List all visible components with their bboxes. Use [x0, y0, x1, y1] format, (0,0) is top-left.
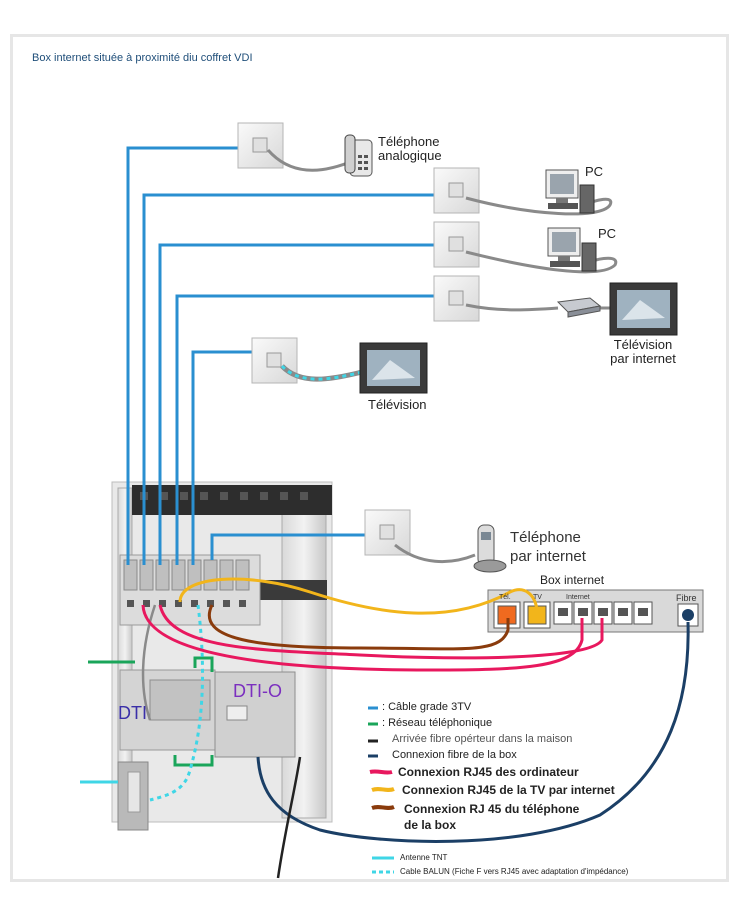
legend-rj45-tv: Connexion RJ45 de la TV par internet [402, 783, 615, 797]
legend-rj45-telephone: Connexion RJ 45 du téléphone de la box [404, 802, 580, 832]
label-television-internet: Télévision par internet [610, 337, 676, 366]
label-dti-o: DTI-O [233, 681, 282, 701]
fibre-box-cable [256, 621, 690, 843]
legend-arrivee-fibre: Arrivée fibre opérteur dans la maison [392, 733, 573, 745]
rj45-computer-cables [141, 604, 604, 672]
legend-grade3tv: : Câble grade 3TV [382, 701, 472, 713]
wall-plate-pc-2 [433, 221, 480, 268]
label-pc-1: PC [585, 164, 604, 179]
set-top-box-icon [556, 297, 602, 318]
pc-icon-1 [545, 169, 595, 214]
wall-plates [237, 122, 480, 556]
box-internet [487, 589, 704, 633]
television-icon [359, 342, 428, 394]
label-box-internet: Box internet [540, 573, 605, 587]
wall-plate-pc-1 [433, 167, 480, 214]
label-telephone-analogique: Téléphone analogique [378, 134, 442, 163]
fibre-operator-cable [276, 756, 302, 879]
label-television: Télévision [368, 397, 427, 412]
legend-reseau-telephonique: : Réseau téléphonique [382, 717, 493, 729]
legend-rj45-ordinateur: Connexion RJ45 des ordinateur [398, 765, 579, 779]
analog-phone-icon [344, 134, 373, 177]
balun-cable [149, 604, 205, 802]
rj45-tv-cable [178, 577, 539, 615]
port-label-internet: Internet [566, 594, 590, 601]
legend-antenne-tnt: Antenne TNT [400, 853, 448, 862]
label-telephone-internet: Téléphone par internet [510, 529, 586, 565]
wall-plate-telephone-internet [364, 509, 411, 556]
cordless-phone-icon [473, 524, 507, 573]
legend-swatches [368, 706, 395, 874]
diagram-title: Box internet située à proximité diu coff… [32, 52, 253, 64]
wall-plate-television [251, 337, 298, 384]
pc-icon-2 [547, 227, 597, 272]
tv-internet-icon [609, 282, 678, 336]
port-label-tel: Tél. [499, 594, 511, 601]
rj45-phone-cable [207, 604, 510, 651]
middle-rail [255, 580, 327, 600]
telephone-network-cables [88, 656, 214, 767]
wall-plate-tv-internet [433, 275, 480, 322]
wall-plate-telephone [237, 122, 284, 169]
grade3tv-cables [126, 146, 434, 565]
legend-connexion-fibre: Connexion fibre de la box [392, 749, 517, 761]
label-dti: DTI [118, 703, 147, 723]
port-label-tv: TV [533, 594, 542, 601]
label-pc-2: PC [598, 226, 617, 241]
port-label-fibre: Fibre [676, 593, 697, 603]
legend-cable-balun: Cable BALUN (Fiche F vers RJ45 avec adap… [400, 867, 629, 876]
box-port-fibre [682, 609, 694, 621]
